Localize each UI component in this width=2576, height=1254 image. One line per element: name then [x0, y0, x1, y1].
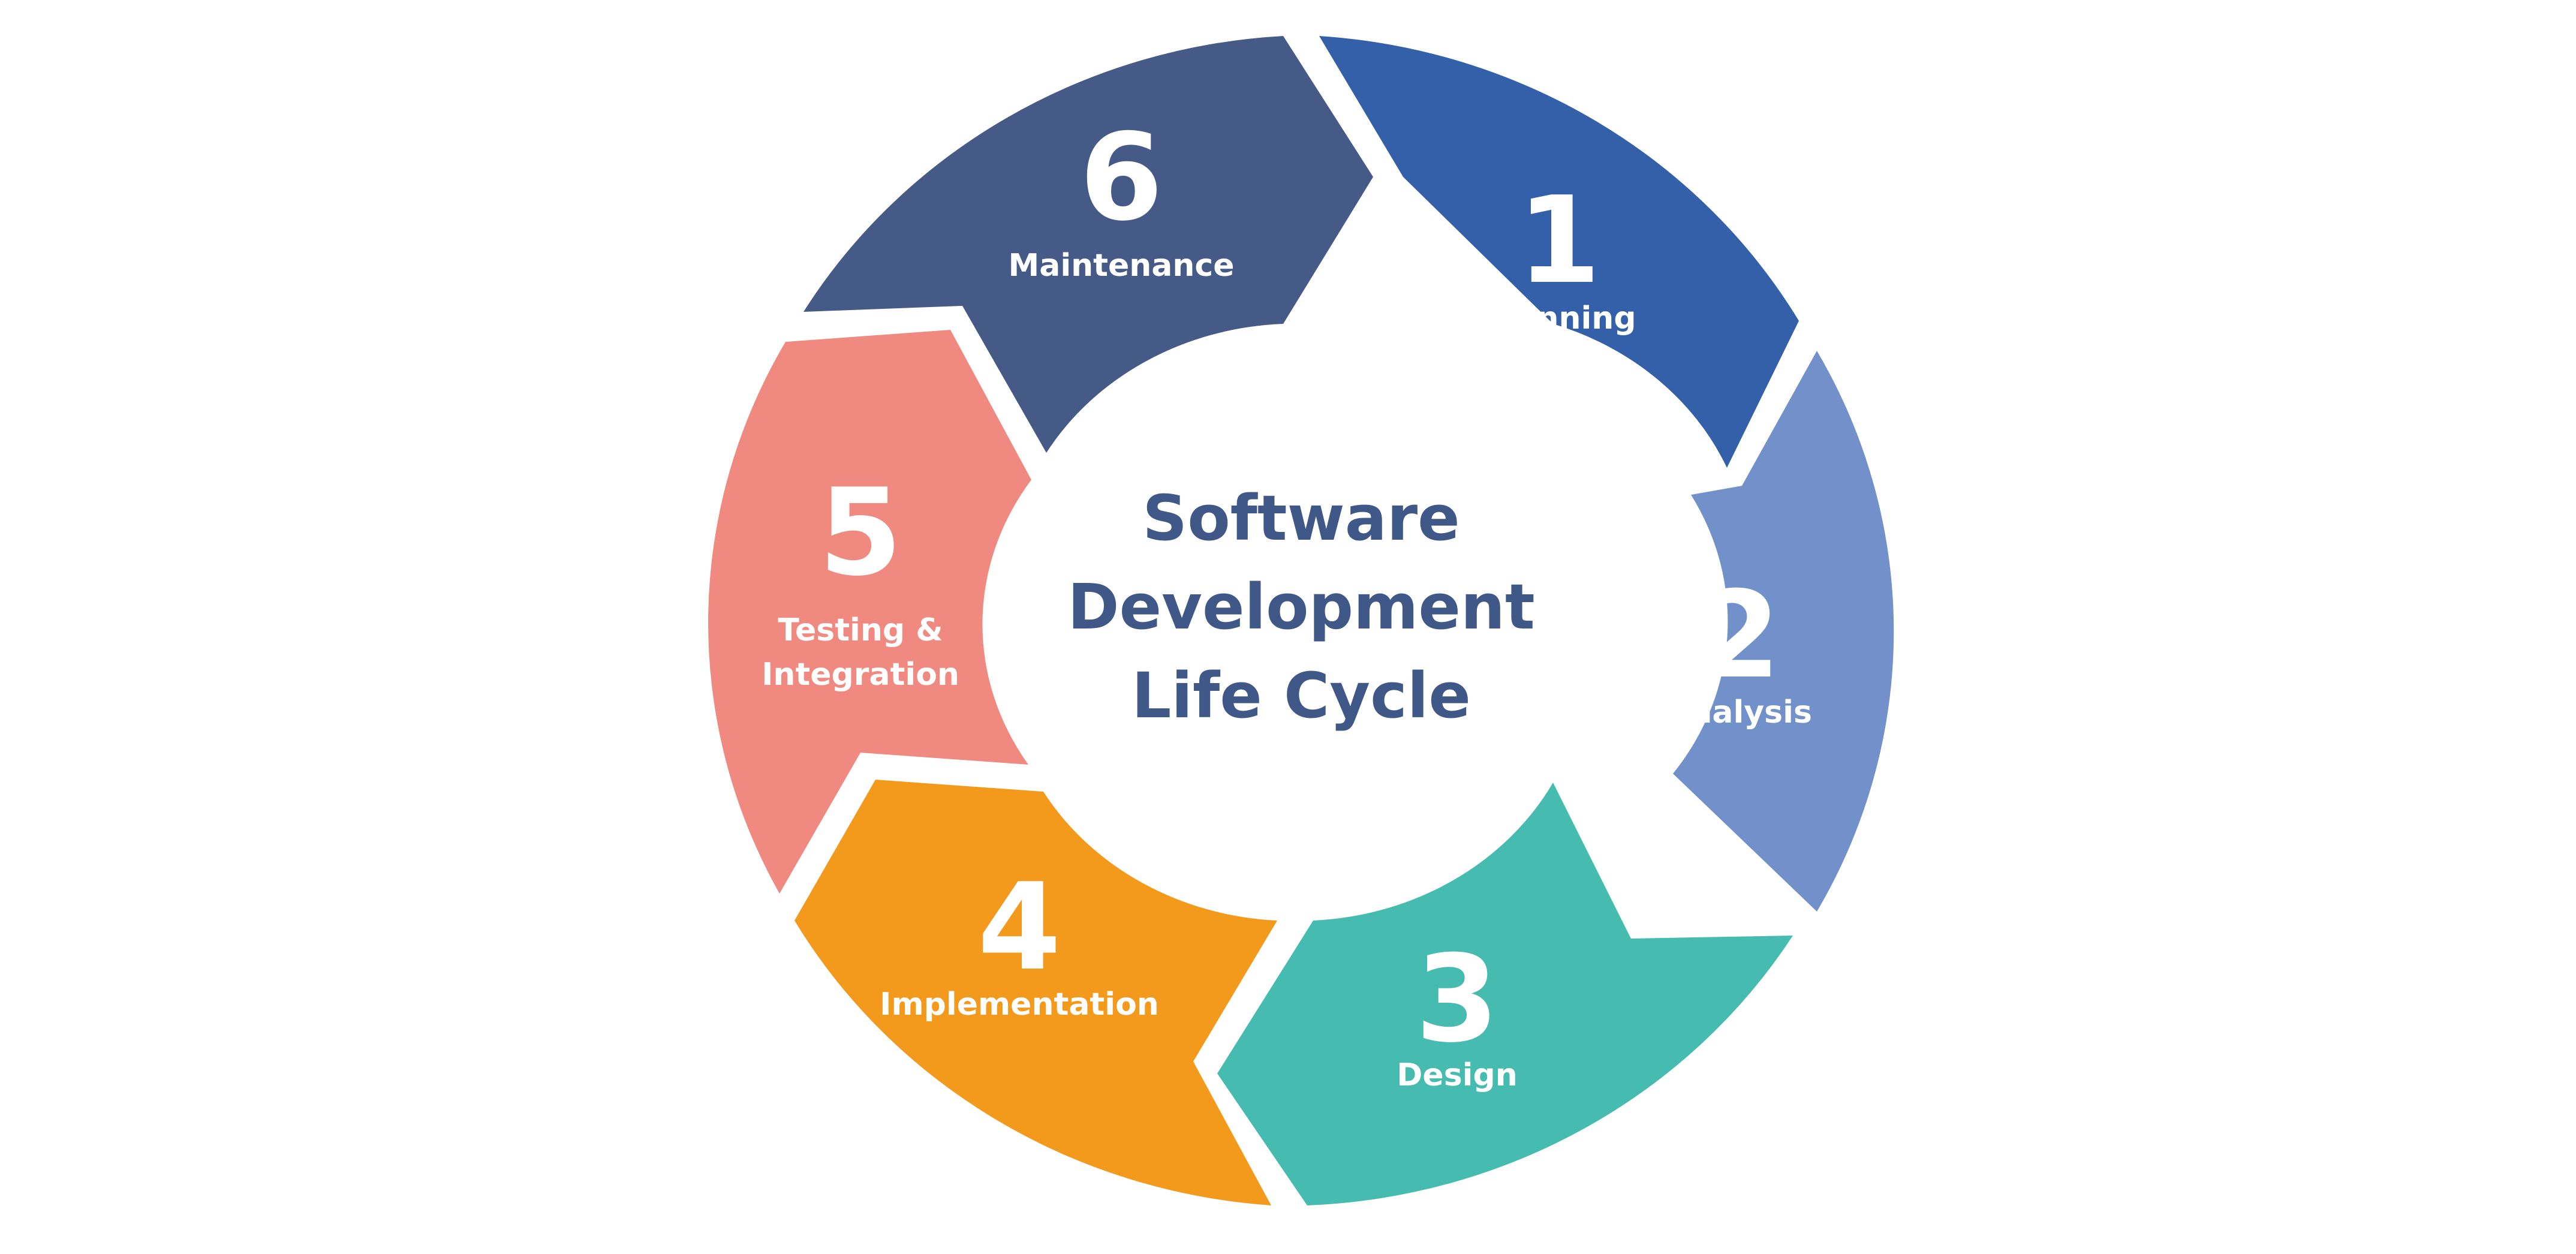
stage-1-number: 1: [1517, 171, 1600, 311]
stage-3-label: Design: [1397, 1057, 1517, 1093]
stage-2-label: Analysis: [1666, 694, 1812, 730]
stage-1: 1 Planning: [1319, 36, 1799, 468]
stage-4: 4 Implementation: [795, 780, 1277, 1205]
stage-2-number: 2: [1697, 566, 1780, 705]
stage-5-number: 5: [818, 463, 902, 603]
center-title-line-2: Development: [1067, 570, 1534, 643]
center-title-line-3: Life Cycle: [1131, 659, 1471, 732]
stage-1-segment: [1319, 36, 1799, 468]
stage-4-segment: [795, 780, 1277, 1205]
stage-5-label-line-2: Integration: [762, 657, 959, 693]
stage-5: 5 Testing & Integration: [708, 330, 1031, 894]
stage-4-label: Implementation: [880, 987, 1159, 1023]
center-title: Software Development Life Cycle: [1067, 482, 1534, 732]
stage-5-segment: [708, 330, 1031, 894]
stage-3: 3 Design: [1217, 783, 1793, 1205]
stage-6-label: Maintenance: [1008, 248, 1234, 284]
stage-3-segment: [1217, 783, 1793, 1205]
stage-4-number: 4: [977, 858, 1061, 997]
center-title-line-1: Software: [1142, 482, 1459, 555]
stage-1-label: Planning: [1482, 300, 1636, 336]
stage-6-segment: [804, 36, 1373, 453]
stage-5-label-line-1: Testing &: [778, 612, 943, 648]
stage-6-number: 6: [1079, 108, 1163, 248]
stage-2: 2 Analysis: [1666, 351, 1894, 912]
stage-2-segment: [1673, 351, 1894, 912]
stage-3-number: 3: [1415, 930, 1498, 1069]
stage-6: 6 Maintenance: [804, 36, 1373, 453]
